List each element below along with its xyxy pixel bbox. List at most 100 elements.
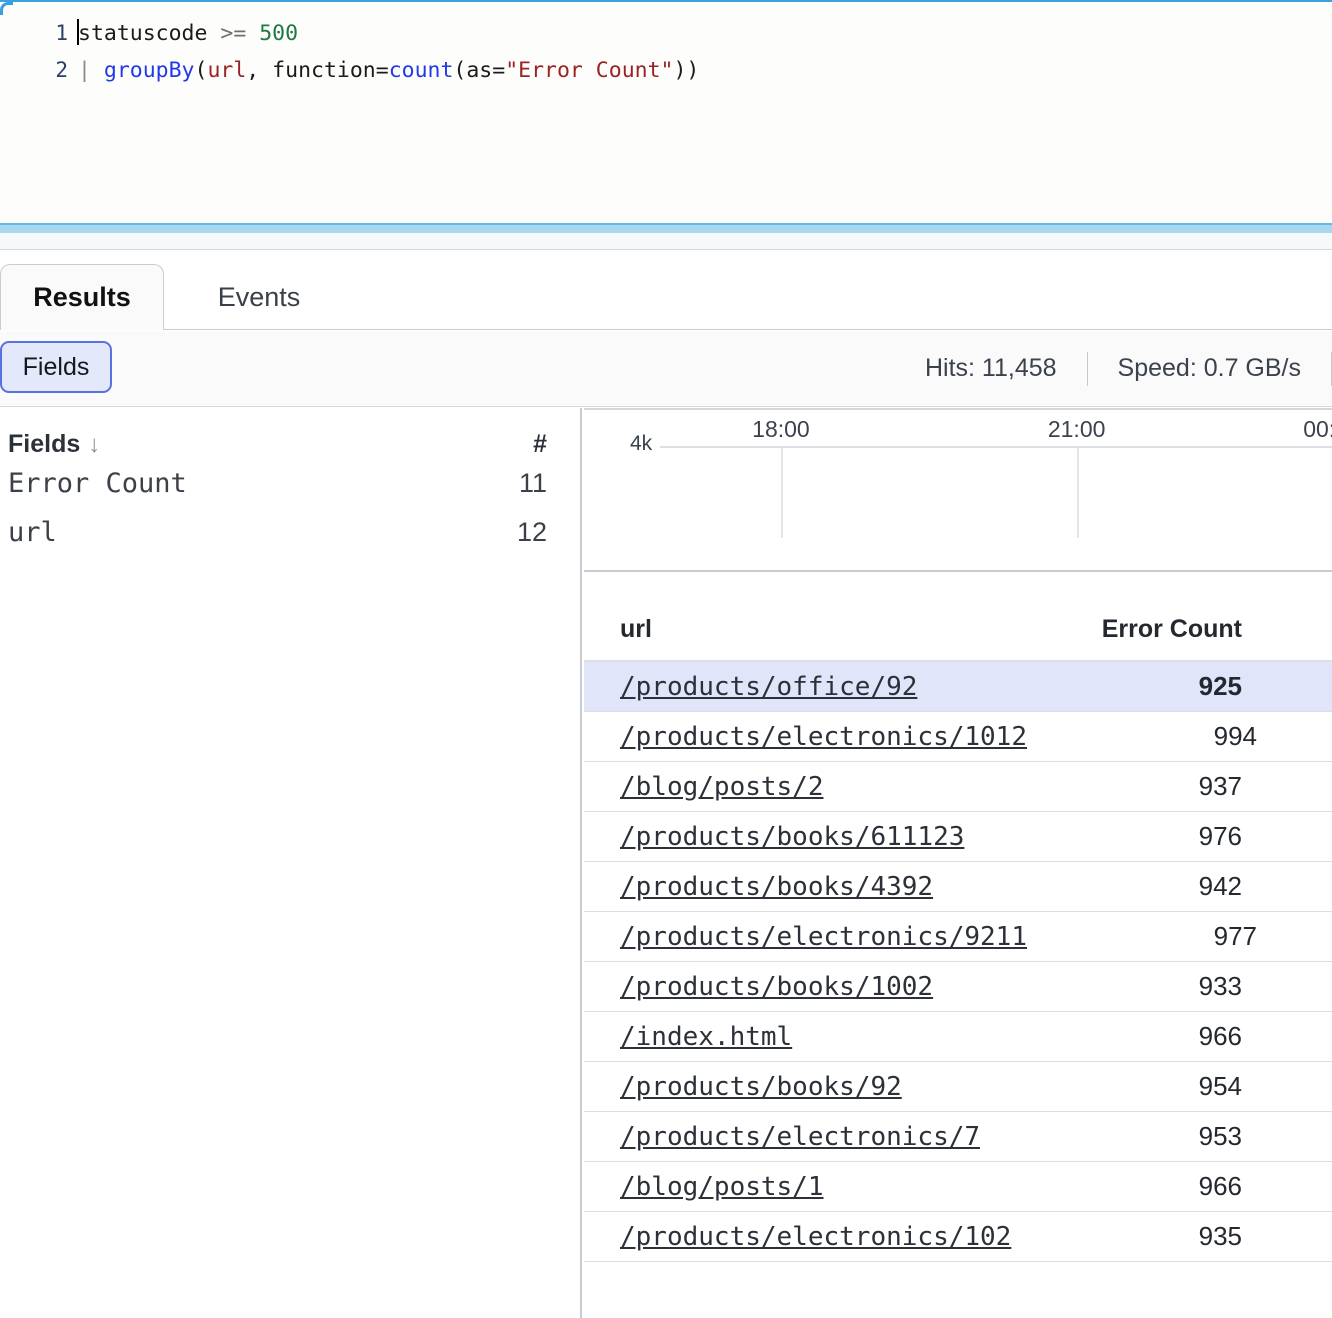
chart-xtick-label: 21:00 <box>1048 416 1106 443</box>
text-caret <box>77 19 79 45</box>
code-token: , function= <box>246 58 388 83</box>
fields-sidebar-header[interactable]: Fields ↓ # <box>0 408 580 459</box>
table-row[interactable]: /blog/posts/2 937 <box>584 762 1332 812</box>
cell-error-count: 935 <box>1012 1221 1332 1252</box>
query-stats: Hits: 11,458 Speed: 0.7 GB/s <box>895 331 1332 406</box>
code-text[interactable]: statuscode >= 500 <box>78 15 298 52</box>
cell-error-count: 966 <box>1012 1021 1332 1052</box>
code-token: count <box>389 58 454 83</box>
table-row[interactable]: /products/electronics/102935 <box>584 1212 1332 1262</box>
cell-error-count: 925 <box>1012 671 1332 702</box>
url-link[interactable]: /products/electronics/102 <box>620 1222 1011 1252</box>
url-link[interactable]: /index.html <box>620 1022 792 1052</box>
table-row[interactable]: /index.html 966 <box>584 1012 1332 1062</box>
code-line[interactable]: 1statuscode >= 500 <box>0 15 1332 52</box>
cell-error-count: 977 <box>1027 921 1332 952</box>
cell-url[interactable]: /products/books/611123 <box>584 822 1012 852</box>
code-line[interactable]: 2| groupBy(url, function=count(as="Error… <box>0 52 1332 89</box>
table-row[interactable]: /blog/posts/1 966 <box>584 1162 1332 1212</box>
table-row[interactable]: /products/electronics/1012994 <box>584 712 1332 762</box>
fields-header-count-label: # <box>533 430 547 459</box>
url-link[interactable]: /products/electronics/7 <box>620 1122 980 1152</box>
results-statusbar: Fields Hits: 11,458 Speed: 0.7 GB/s <box>0 331 1332 407</box>
table-row[interactable]: /products/electronics/9211977 <box>584 912 1332 962</box>
cell-url[interactable]: /products/books/1002 <box>584 972 1012 1002</box>
table-row[interactable]: /products/office/92 925 <box>584 662 1332 712</box>
code-token: url <box>207 58 246 83</box>
code-token: statuscode <box>78 21 207 46</box>
url-link[interactable]: /products/electronics/9211 <box>620 922 1027 952</box>
cell-url[interactable]: /blog/posts/2 <box>584 772 1012 802</box>
chart-xtick-label: 00:00 <box>1303 416 1332 443</box>
field-count: 11 <box>519 468 547 499</box>
code-token: | <box>78 58 104 83</box>
cell-url[interactable]: /index.html <box>584 1022 1012 1052</box>
editor-bottom-strip <box>0 233 1332 250</box>
cell-url[interactable]: /products/electronics/9211 <box>584 922 1027 952</box>
chart-gridline <box>781 448 783 538</box>
url-link[interactable]: /products/electronics/1012 <box>620 722 1027 752</box>
cell-error-count: 942 <box>1012 871 1332 902</box>
cell-error-count: 966 <box>1012 1171 1332 1202</box>
column-header-error-count[interactable]: Error Count <box>1012 615 1332 644</box>
cell-url[interactable]: /products/office/92 <box>584 672 1012 702</box>
url-link[interactable]: /products/books/611123 <box>620 822 964 852</box>
query-editor[interactable]: 1statuscode >= 5002| groupBy(url, functi… <box>0 0 1332 223</box>
table-body: /products/office/92 925/products/electron… <box>584 662 1332 1262</box>
table-row[interactable]: /products/books/611123 976 <box>584 812 1332 862</box>
url-link[interactable]: /products/books/4392 <box>620 872 933 902</box>
cell-error-count: 994 <box>1027 721 1332 752</box>
line-number: 2 <box>0 52 78 89</box>
field-name: url <box>8 517 57 548</box>
tab-results-label: Results <box>33 282 131 313</box>
url-link[interactable]: /blog/posts/2 <box>620 772 824 802</box>
cell-url[interactable]: /products/electronics/1012 <box>584 722 1027 752</box>
cell-url[interactable]: /products/electronics/102 <box>584 1222 1012 1252</box>
chart-ytick-4k: 4k <box>630 432 652 456</box>
cell-url[interactable]: /products/electronics/7 <box>584 1122 1012 1152</box>
field-count: 12 <box>517 517 547 548</box>
cell-error-count: 937 <box>1012 771 1332 802</box>
hits-stat: Hits: 11,458 <box>895 354 1087 383</box>
cell-error-count: 976 <box>1012 821 1332 852</box>
cell-url[interactable]: /blog/posts/1 <box>584 1172 1012 1202</box>
cell-error-count: 953 <box>1012 1121 1332 1152</box>
arrow-down-icon[interactable]: ↓ <box>88 431 100 458</box>
code-token: >= <box>207 21 259 46</box>
table-row[interactable]: /products/books/92 954 <box>584 1062 1332 1112</box>
table-row[interactable]: /products/books/1002933 <box>584 962 1332 1012</box>
tab-results[interactable]: Results <box>0 264 164 330</box>
cell-error-count: 954 <box>1012 1071 1332 1102</box>
fields-header-label: Fields <box>8 430 80 458</box>
code-token: "Error Count" <box>505 58 673 83</box>
field-name: Error Count <box>8 468 187 499</box>
cell-url[interactable]: /products/books/92 <box>584 1072 1012 1102</box>
url-link[interactable]: /blog/posts/1 <box>620 1172 824 1202</box>
table-row[interactable]: /products/books/4392 942 <box>584 862 1332 912</box>
chart-gridline-horizontal <box>660 446 1332 448</box>
url-link[interactable]: /products/office/92 <box>620 672 917 702</box>
field-row[interactable]: Error Count 11 <box>0 459 580 508</box>
table-header-row: url Error Count <box>584 572 1332 662</box>
cell-url[interactable]: /products/books/4392 <box>584 872 1012 902</box>
tab-events-label: Events <box>218 282 301 313</box>
code-token: groupBy <box>104 58 195 83</box>
column-header-url[interactable]: url <box>584 615 1012 644</box>
fields-toggle-label: Fields <box>23 353 90 382</box>
fields-header-left: Fields ↓ <box>8 430 100 459</box>
table-row[interactable]: /products/electronics/7 953 <box>584 1112 1332 1162</box>
url-link[interactable]: /products/books/92 <box>620 1072 902 1102</box>
code-token: 500 <box>259 21 298 46</box>
field-row[interactable]: url 12 <box>0 508 580 557</box>
code-lines[interactable]: 1statuscode >= 5002| groupBy(url, functi… <box>0 15 1332 89</box>
speed-stat: Speed: 0.7 GB/s <box>1088 354 1331 383</box>
fields-toggle-button[interactable]: Fields <box>0 341 112 393</box>
editor-progress-bar <box>0 223 1332 233</box>
timeline-chart[interactable]: 4k 18:0021:0000:00 <box>584 408 1332 572</box>
fields-list: Error Count 11 url 12 <box>0 459 580 557</box>
tab-events[interactable]: Events <box>164 264 354 330</box>
fields-sidebar: Fields ↓ # Error Count 11 url 12 <box>0 408 582 1318</box>
code-text[interactable]: | groupBy(url, function=count(as="Error … <box>78 52 699 89</box>
results-table: url Error Count /products/office/92 925/p… <box>584 572 1332 1318</box>
url-link[interactable]: /products/books/1002 <box>620 972 933 1002</box>
